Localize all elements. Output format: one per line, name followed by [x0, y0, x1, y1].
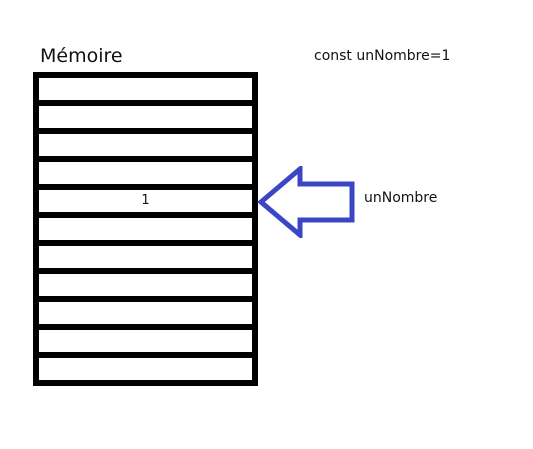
memory-cell: [39, 218, 252, 240]
memory-cell: [39, 134, 252, 156]
memory-cell: [39, 302, 252, 324]
variable-label: unNombre: [364, 190, 438, 206]
memory-cell-value: 1: [39, 190, 252, 212]
memory-cell: [39, 274, 252, 296]
memory-cell: [39, 358, 252, 380]
memory-title: Mémoire: [40, 45, 123, 67]
code-line: const unNombre=1: [314, 48, 451, 64]
memory-cell: [39, 162, 252, 184]
memory-cell: [39, 78, 252, 100]
memory-cell: [39, 330, 252, 352]
memory-cell: [39, 246, 252, 268]
arrow-shape: [257, 166, 355, 238]
memory-block: 1: [33, 72, 258, 386]
left-arrow-outline-icon: [257, 166, 355, 238]
memory-cell: [39, 106, 252, 128]
